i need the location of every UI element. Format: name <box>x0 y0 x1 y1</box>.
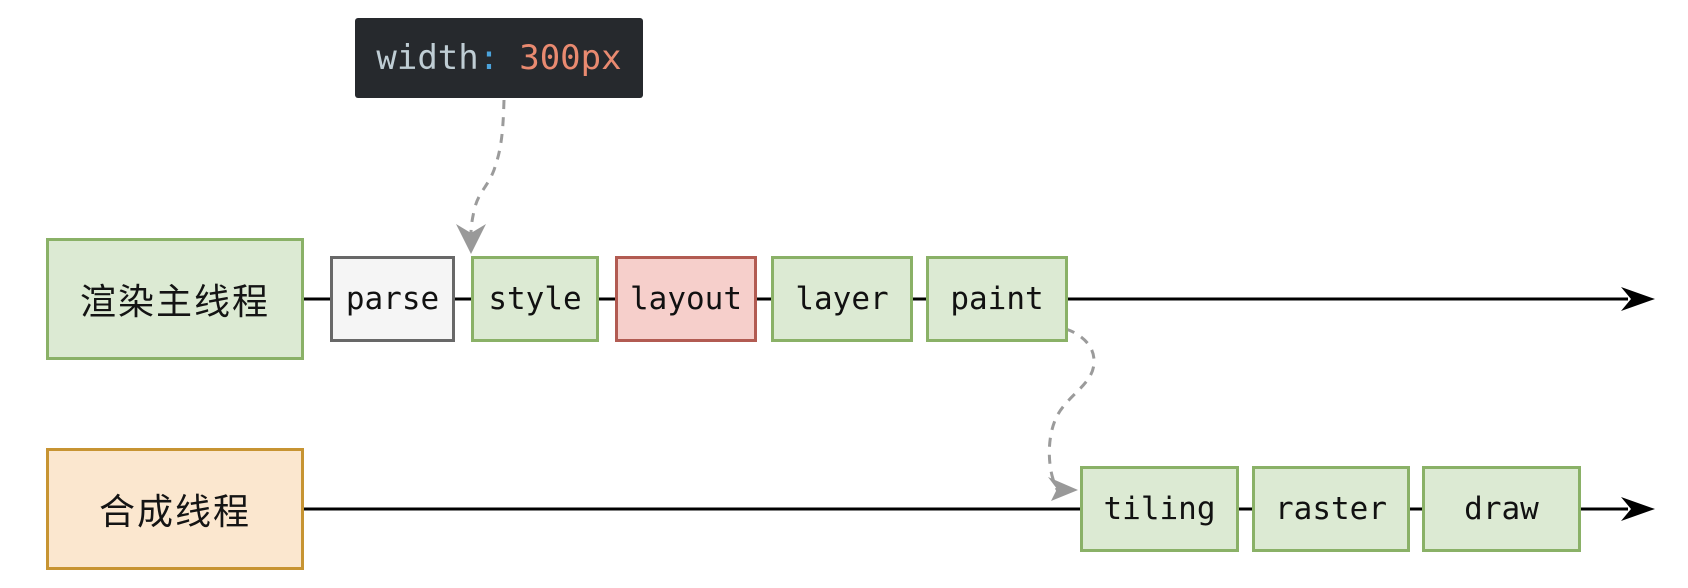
render-main-thread-label: 渲染主线程 <box>79 281 270 322</box>
step-layer: layer <box>771 256 913 342</box>
step-paint-label: paint <box>950 281 1044 317</box>
compositor-thread-label: 合成线程 <box>98 491 251 532</box>
render-timeline-arrowhead-icon <box>1621 287 1655 311</box>
step-tiling: tiling <box>1080 466 1239 552</box>
tooltip-to-style-dashed-arrow <box>469 99 506 235</box>
compositor-thread-box: 合成线程 <box>46 448 304 570</box>
step-layout: layout <box>615 256 757 342</box>
step-parse: parse <box>330 256 455 342</box>
handoff-arrowhead-icon <box>1048 477 1078 501</box>
step-style: style <box>471 256 599 342</box>
step-raster: raster <box>1252 466 1410 552</box>
step-draw: draw <box>1422 466 1581 552</box>
compositor-timeline-arrowhead-icon <box>1621 497 1655 521</box>
css-property-name: width <box>376 38 479 78</box>
css-property-separator: : <box>478 38 500 78</box>
render-main-thread-box: 渲染主线程 <box>46 238 304 360</box>
step-tiling-label: tiling <box>1103 491 1216 527</box>
step-layout-label: layout <box>630 281 742 317</box>
step-paint: paint <box>926 256 1068 342</box>
tooltip-arrowhead-icon <box>456 224 486 254</box>
css-property-tooltip: width : 300px <box>355 18 643 98</box>
step-parse-label: parse <box>345 281 440 317</box>
step-layer-label: layer <box>795 281 889 317</box>
css-property-value: 300px <box>519 38 622 78</box>
paint-to-tiling-dashed-arrow <box>1047 327 1096 492</box>
step-style-label: style <box>488 281 582 317</box>
step-draw-label: draw <box>1464 491 1539 527</box>
step-raster-label: raster <box>1275 491 1387 527</box>
